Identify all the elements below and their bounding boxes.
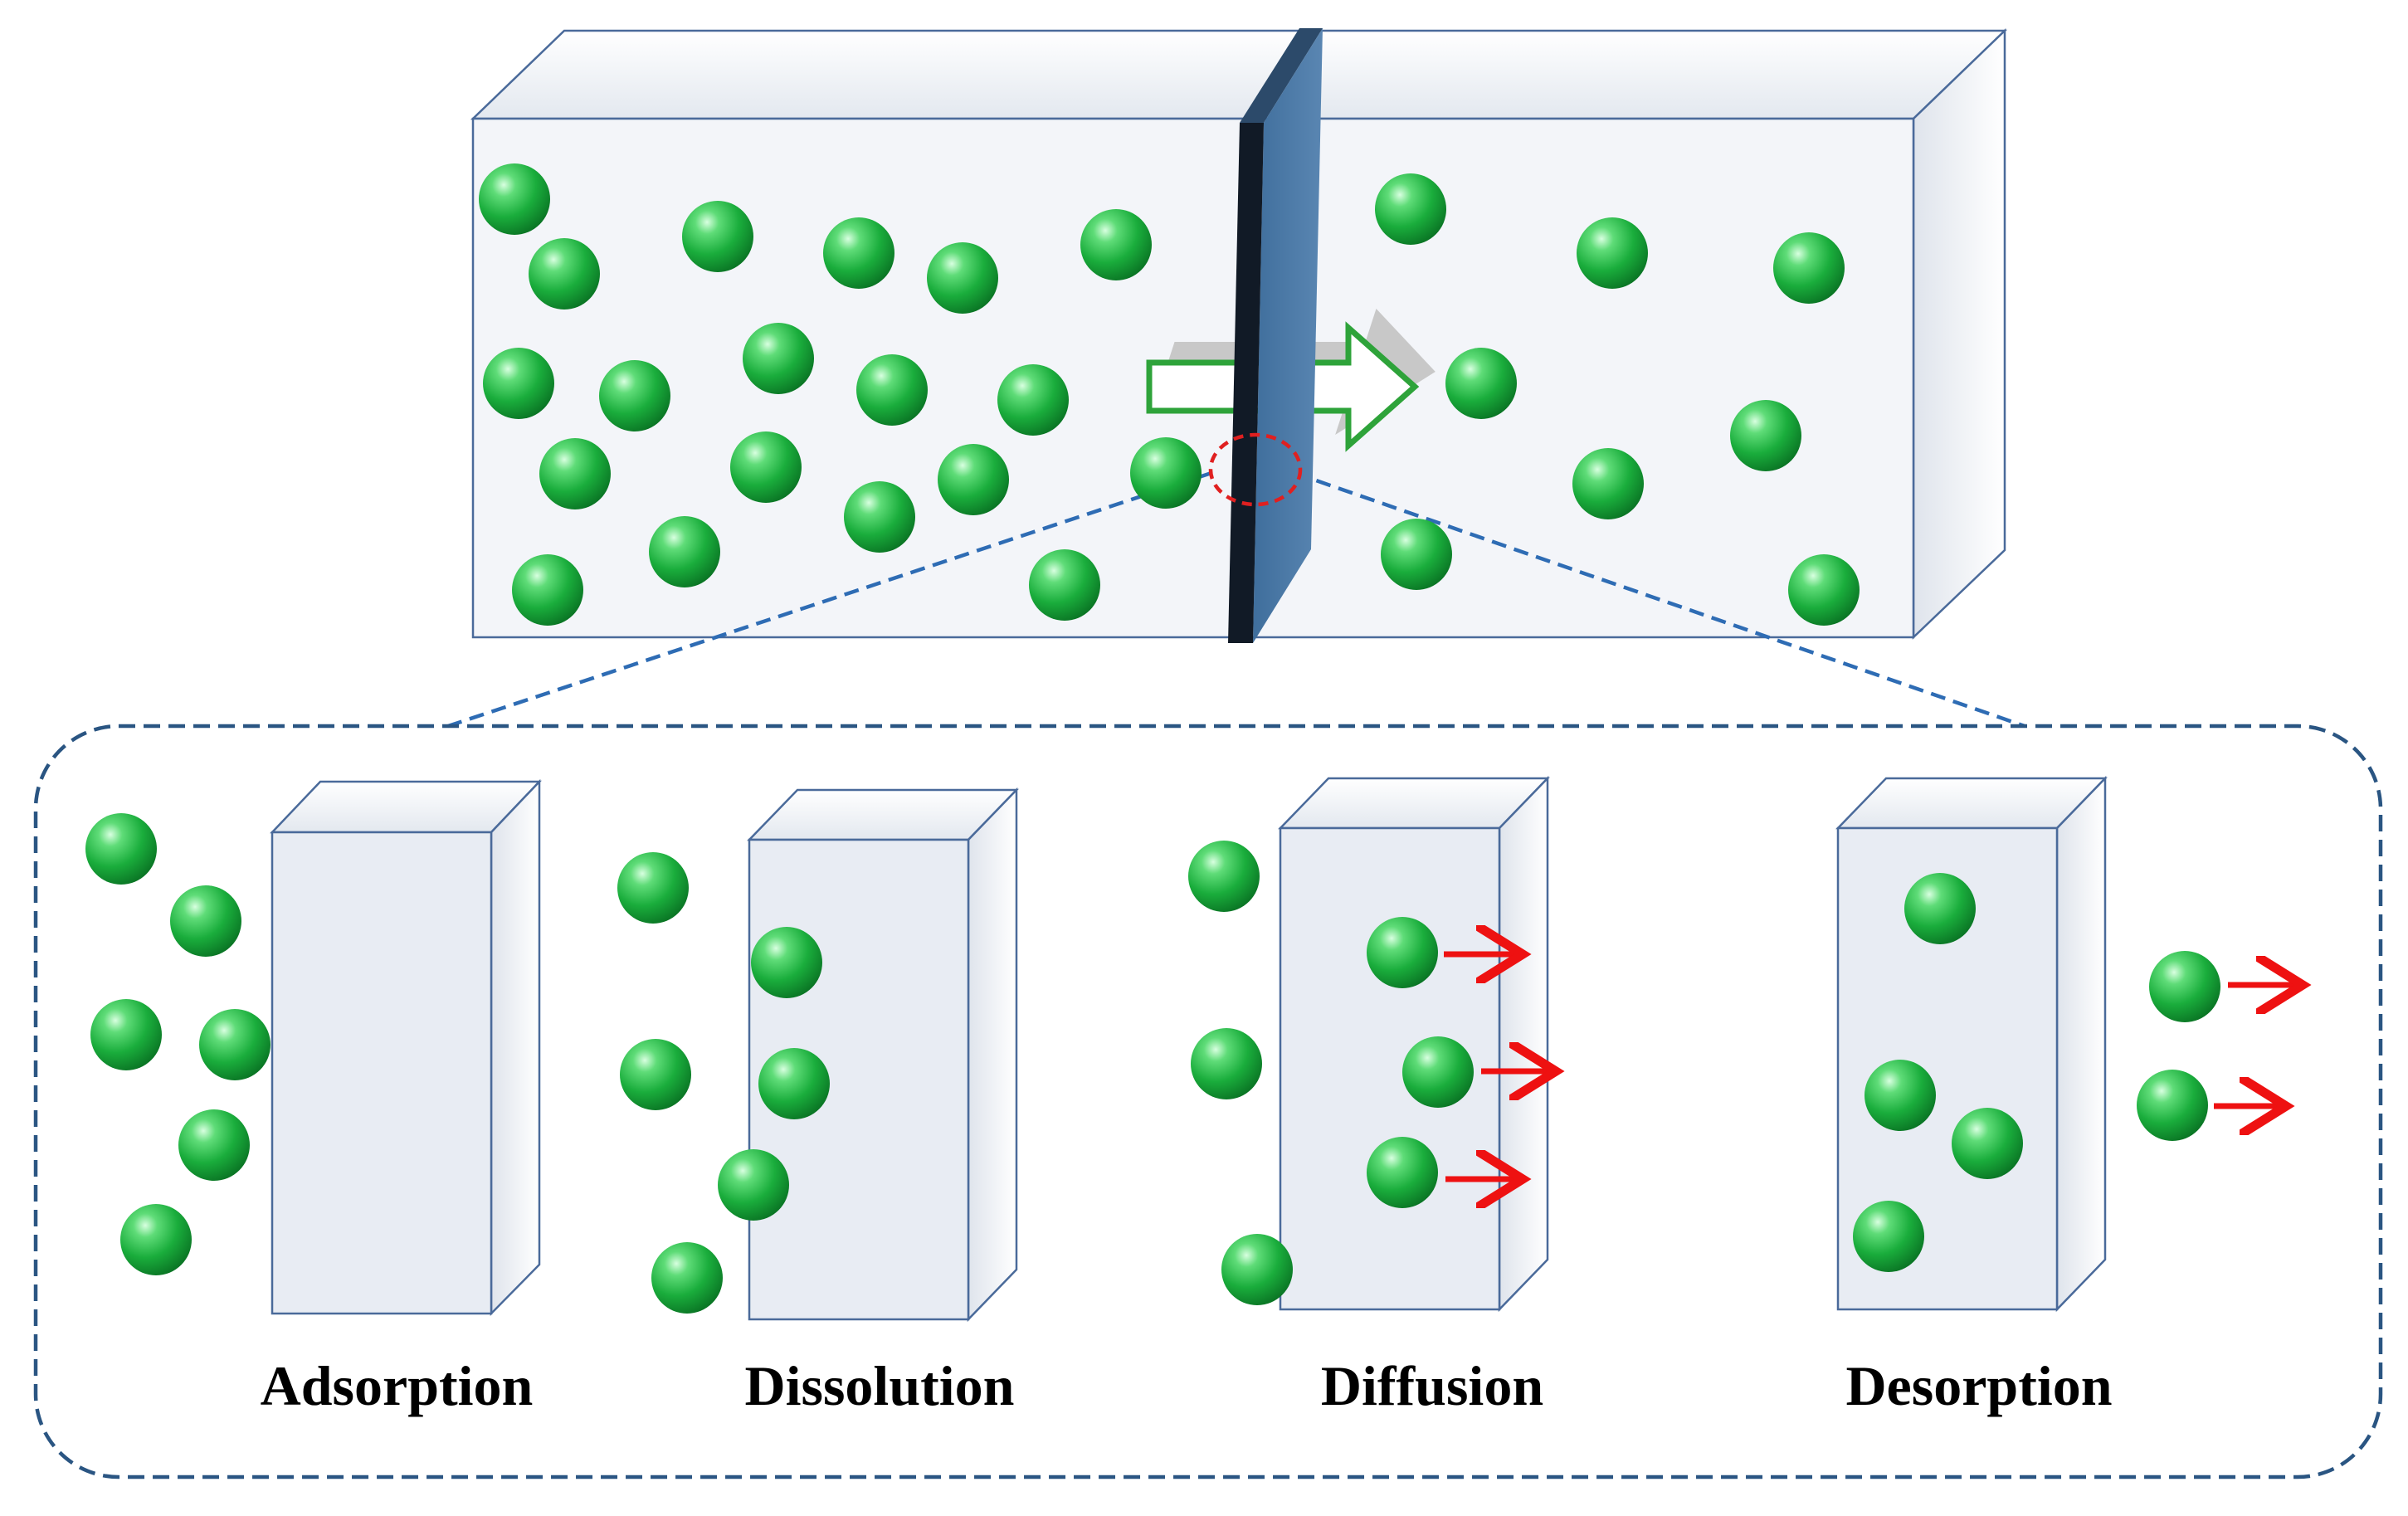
molecule-sphere-icon	[1853, 1201, 1924, 1272]
molecule-sphere-icon	[1381, 519, 1452, 590]
stage-label-dissolution: Dissolution	[745, 1354, 1015, 1417]
module-top-face	[470, 29, 2008, 120]
molecule-sphere-icon	[856, 354, 928, 426]
membrane-surface-molecule	[1130, 437, 1202, 509]
molecule-sphere-icon	[1864, 1060, 1936, 1131]
molecule-sphere-icon	[2149, 951, 2220, 1022]
stage-label-desorption: Desorption	[1845, 1354, 2112, 1417]
molecule-sphere-icon	[1445, 348, 1517, 419]
focus-circle	[1208, 432, 1303, 507]
module-side-face	[1912, 28, 2006, 640]
zoom-line-left	[447, 470, 1212, 729]
molecule-sphere-icon	[758, 1048, 830, 1119]
molecule-sphere-icon	[483, 348, 554, 419]
permeate-side-molecules	[1375, 173, 1860, 626]
molecule-sphere-icon	[1375, 173, 1446, 245]
molecule-sphere-icon	[1730, 400, 1801, 471]
molecule-sphere-icon	[751, 927, 822, 998]
molecule-sphere-icon	[823, 217, 894, 289]
molecule-sphere-icon	[844, 481, 915, 553]
molecule-sphere-icon	[199, 1009, 271, 1080]
stage-box-adsorption	[270, 778, 542, 1317]
molecule-sphere-icon	[170, 885, 241, 957]
molecule-sphere-icon	[1130, 437, 1202, 509]
molecule-sphere-icon	[1191, 1028, 1262, 1099]
molecule-sphere-icon	[1577, 217, 1648, 289]
molecule-sphere-icon	[620, 1039, 691, 1110]
molecule-sphere-icon	[599, 360, 670, 431]
molecule-sphere-icon	[539, 438, 611, 509]
feed-side-molecules	[479, 163, 1152, 626]
molecule-sphere-icon	[730, 431, 802, 503]
molecule-sphere-icon	[512, 554, 583, 626]
molecule-sphere-icon	[1952, 1108, 2023, 1179]
molecule-sphere-icon	[1788, 554, 1860, 626]
stage-molecules	[85, 813, 2220, 1314]
molecule-sphere-icon	[1572, 448, 1644, 519]
molecule-sphere-icon	[479, 163, 550, 235]
molecule-sphere-icon	[1080, 209, 1152, 280]
motion-arrows	[1444, 954, 2297, 1179]
molecule-sphere-icon	[927, 242, 998, 314]
membrane-front-edge	[1228, 123, 1264, 643]
membrane-slab	[1228, 28, 1323, 643]
membrane-top-edge	[1240, 28, 1323, 123]
zoom-line-right	[1294, 470, 2025, 729]
molecule-sphere-icon	[1188, 841, 1260, 912]
zoom-guide-lines	[447, 470, 2025, 729]
molecule-sphere-icon	[651, 1242, 723, 1314]
molecule-sphere-icon	[743, 323, 814, 394]
detail-panel	[33, 724, 2383, 1479]
molecule-sphere-icon	[682, 201, 753, 272]
molecule-sphere-icon	[938, 444, 1009, 515]
stage-label-diffusion: Diffusion	[1321, 1354, 1543, 1417]
molecule-sphere-icon	[997, 364, 1069, 436]
molecule-sphere-icon	[649, 516, 720, 587]
molecule-sphere-icon	[1029, 549, 1100, 621]
molecule-sphere-icon	[90, 999, 162, 1070]
molecule-sphere-icon	[85, 813, 157, 885]
stage-label-adsorption: Adsorption	[261, 1354, 534, 1417]
molecule-sphere-icon	[718, 1149, 789, 1221]
molecule-sphere-icon	[1367, 1137, 1438, 1208]
molecule-sphere-icon	[617, 852, 689, 924]
molecule-sphere-icon	[1904, 873, 1976, 944]
molecule-sphere-icon	[1367, 917, 1438, 988]
molecule-sphere-icon	[120, 1204, 192, 1275]
molecule-sphere-icon	[178, 1109, 250, 1181]
molecule-sphere-icon	[1402, 1036, 1474, 1108]
molecule-sphere-icon	[529, 238, 600, 310]
stage-box-diffusion	[1278, 775, 1550, 1313]
molecule-sphere-icon	[1773, 232, 1845, 304]
molecule-sphere-icon	[1221, 1234, 1293, 1305]
stage-labels: Adsorption Dissolution Diffusion Desorpt…	[261, 1354, 2113, 1417]
membrane-face	[1253, 28, 1323, 643]
molecule-sphere-icon	[2137, 1070, 2208, 1141]
